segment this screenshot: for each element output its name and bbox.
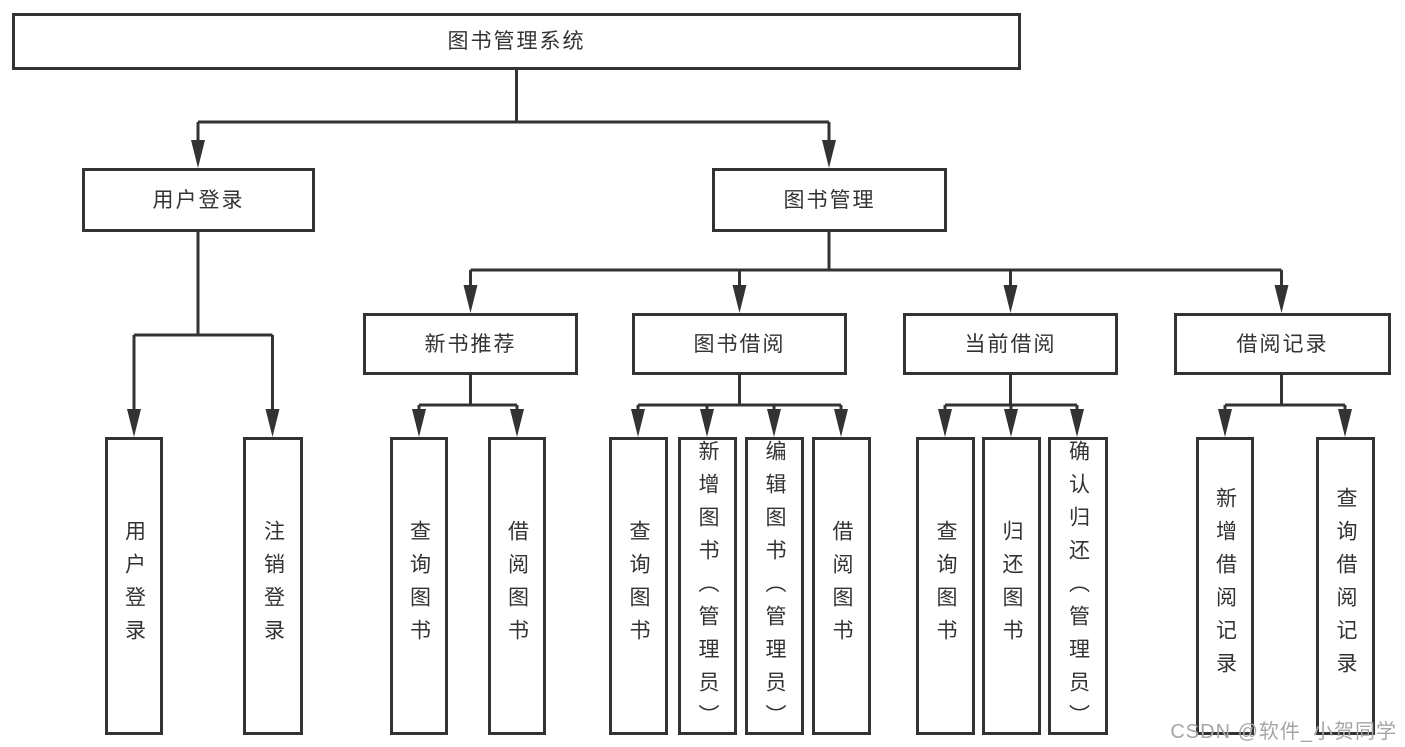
node-logout: 注销登录 — [243, 437, 303, 735]
node-borrow-books-recommend: 借阅图书 — [488, 437, 546, 735]
node-query-borrow-record: 查询借阅记录 — [1316, 437, 1375, 735]
node-new-book-recommendation: 新书推荐 — [363, 313, 578, 375]
node-library-management-system: 图书管理系统 — [12, 13, 1021, 70]
node-current-borrowing: 当前借阅 — [903, 313, 1118, 375]
node-add-borrow-record: 新增借阅记录 — [1196, 437, 1254, 735]
node-return-books: 归还图书 — [982, 437, 1041, 735]
node-query-books-borrowing: 查询图书 — [609, 437, 668, 735]
node-book-borrowing: 图书借阅 — [632, 313, 847, 375]
node-user-login: 用户登录 — [82, 168, 315, 232]
node-confirm-return-admin: 确认归还（管理员） — [1048, 437, 1108, 737]
node-borrow-books: 借阅图书 — [812, 437, 871, 735]
node-borrowing-records: 借阅记录 — [1174, 313, 1391, 375]
node-book-management: 图书管理 — [712, 168, 947, 232]
node-query-books-recommend: 查询图书 — [390, 437, 448, 735]
csdn-watermark: CSDN @软件_小贺同学 — [1170, 721, 1397, 743]
node-query-books-current: 查询图书 — [916, 437, 975, 735]
node-edit-books-admin: 编辑图书（管理员） — [745, 437, 804, 737]
node-add-books-admin: 新增图书（管理员） — [678, 437, 737, 737]
node-user-login-leaf: 用户登录 — [105, 437, 163, 735]
